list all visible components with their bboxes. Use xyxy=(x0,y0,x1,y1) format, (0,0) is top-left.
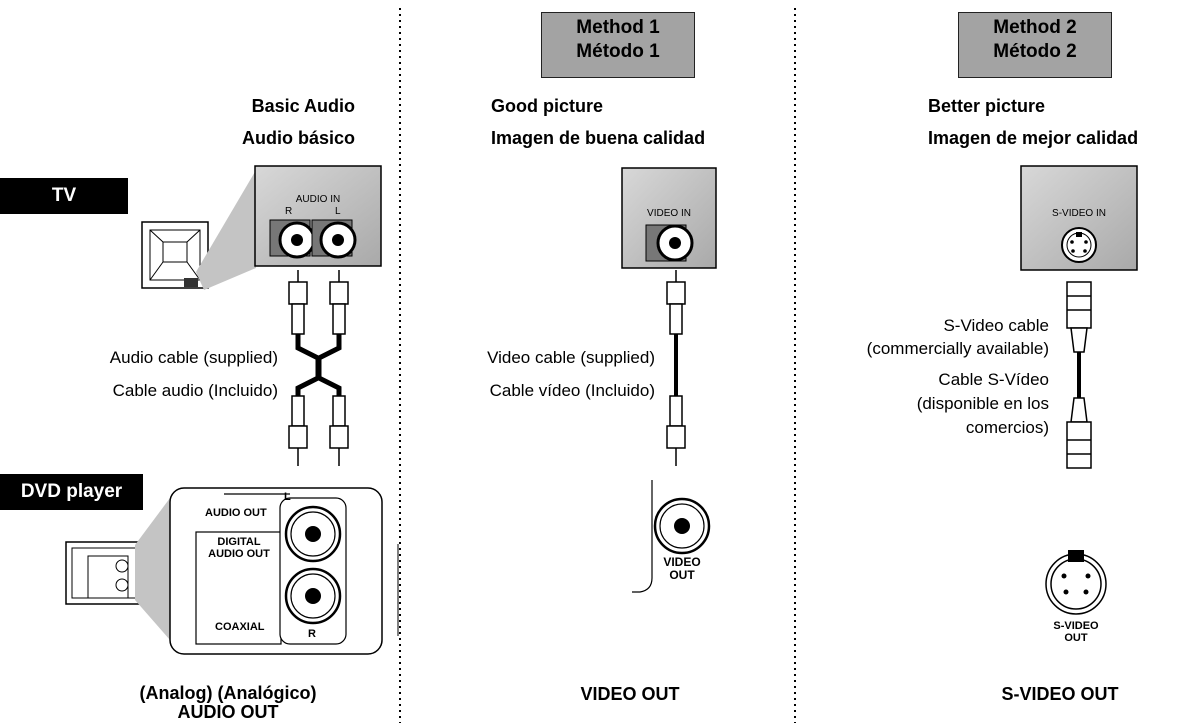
tv-zoom-beam xyxy=(196,170,256,290)
method-1-heading-es: Imagen de buena calidad xyxy=(491,128,706,148)
audio-cable-label-es: Cable audio (Incluido) xyxy=(112,381,278,400)
video-cable-label-es: Cable vídeo (Incluido) xyxy=(489,381,655,400)
s-video-in-label: S-VIDEO IN xyxy=(1052,208,1106,219)
audio-cable-label-en: Audio cable (supplied) xyxy=(109,348,278,367)
method-2-label-en: Method 2 xyxy=(993,17,1077,38)
method-1-heading-en: Good picture xyxy=(491,96,603,116)
method-2-label-es: Método 2 xyxy=(993,41,1077,62)
video-out-jack xyxy=(653,497,711,555)
s-video-cable xyxy=(1066,281,1092,469)
method-1-label-en: Method 1 xyxy=(576,17,660,38)
method-2-caption: S-VIDEO OUT xyxy=(1001,684,1119,704)
audio-in-l-label: L xyxy=(335,206,341,217)
s-video-cable-label-es-3: comercios) xyxy=(965,418,1049,437)
audio-out-r-label: R xyxy=(308,628,316,640)
s-video-cable-label-en-2: (commercially available) xyxy=(866,339,1049,358)
dvd-zoom-beam xyxy=(135,498,170,640)
method-1-label-es: Método 1 xyxy=(576,41,660,62)
method-2-heading-en: Better picture xyxy=(928,96,1046,116)
video-in-jack xyxy=(645,224,694,262)
video-out-jack-label-1: VIDEO xyxy=(663,555,701,569)
s-video-cable-label-en-1: S-Video cable xyxy=(943,316,1049,335)
tv-label: TV xyxy=(0,178,128,214)
audio-in-r-label: R xyxy=(285,206,293,217)
video-in-label: VIDEO IN xyxy=(647,208,691,219)
video-out-panel-edge xyxy=(632,480,653,593)
audio-out-jack-l xyxy=(284,505,342,563)
s-video-out-jack-label-2: OUT xyxy=(1064,632,1088,644)
coaxial-label: COAXIAL xyxy=(215,621,265,633)
audio-out-label: AUDIO OUT xyxy=(205,507,267,519)
audio-cable xyxy=(288,270,349,466)
s-video-out-jack-label-1: S-VIDEO xyxy=(1053,620,1099,632)
basic-heading-es: Audio básico xyxy=(241,128,355,148)
method-2-heading-es: Imagen de mejor calidad xyxy=(928,128,1139,148)
dvd-player-label: DVD player xyxy=(0,474,143,510)
audio-out-jack-r xyxy=(284,567,342,625)
basic-caption-2: AUDIO OUT xyxy=(177,702,279,722)
method-1-caption: VIDEO OUT xyxy=(580,684,680,704)
s-video-in-jack xyxy=(1061,227,1097,263)
video-out-jack-label-2: OUT xyxy=(669,568,695,582)
audio-in-jack-r xyxy=(269,219,316,259)
tv-icon xyxy=(141,221,209,289)
audio-in-label: AUDIO IN xyxy=(295,194,341,205)
method-1-box: Method 1 Método 1 xyxy=(541,12,695,78)
basic-heading-en: Basic Audio xyxy=(251,96,355,116)
method-2-box: Method 2 Método 2 xyxy=(958,12,1112,78)
video-cable-label-en: Video cable (supplied) xyxy=(487,348,655,367)
video-cable xyxy=(666,270,686,466)
s-video-cable-label-es-2: (disponible en los xyxy=(916,394,1049,413)
digital-audio-out-label: DIGITAL AUDIO OUT xyxy=(208,536,270,560)
audio-in-jack-l xyxy=(311,219,357,259)
s-video-cable-label-es-1: Cable S-Vídeo xyxy=(938,370,1049,389)
s-video-out-jack xyxy=(1045,550,1107,615)
audio-out-l-label: L xyxy=(284,491,291,503)
basic-caption-1: (Analog) (Analógico) xyxy=(139,683,317,703)
dvd-player-icon xyxy=(65,541,147,605)
